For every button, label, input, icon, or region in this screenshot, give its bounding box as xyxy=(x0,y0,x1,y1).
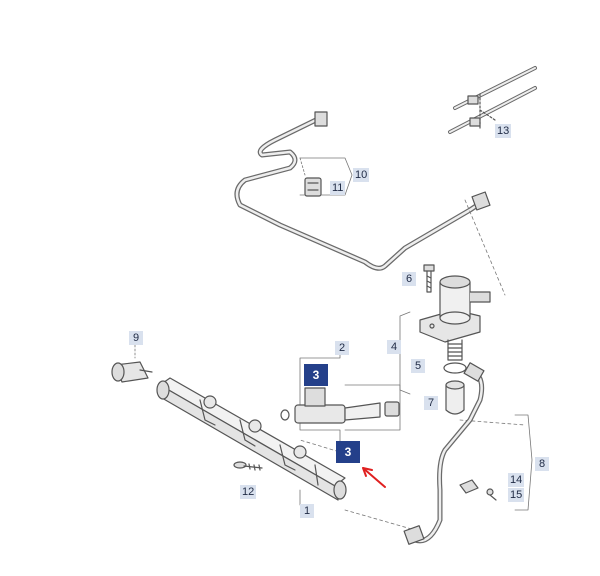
part-label-10: 10 xyxy=(353,168,370,182)
part-1-fuel-rail xyxy=(156,377,347,506)
part-label-2: 2 xyxy=(335,341,349,355)
part-label-8: 8 xyxy=(535,457,549,471)
part-14-15-fittings xyxy=(459,479,497,501)
part-7-roller-tappet xyxy=(445,380,465,415)
part-13-clip-hoses xyxy=(448,66,537,134)
part-label-12: 12 xyxy=(240,485,257,499)
part-label-1: 1 xyxy=(300,504,314,518)
part-10-line xyxy=(234,111,491,271)
part-6-bolt xyxy=(423,264,435,293)
highlight-arrow xyxy=(362,467,386,488)
part-label-9: 9 xyxy=(129,331,143,345)
part-12-bolt xyxy=(233,461,263,471)
part-label-7: 7 xyxy=(424,396,438,410)
part-label-5: 5 xyxy=(411,359,425,373)
part-label-13: 13 xyxy=(495,124,512,138)
part-4-high-pressure-pump xyxy=(399,275,491,395)
part-label-11: 11 xyxy=(330,181,346,195)
part-label-3-highlight: 3 xyxy=(304,364,328,386)
part-9-pressure-sensor xyxy=(111,344,153,383)
part-3-injector xyxy=(280,344,401,446)
part-label-14: 14 xyxy=(508,473,525,487)
part-8-fuel-line xyxy=(403,362,533,545)
part-label-15: 15 xyxy=(508,488,525,502)
part-label-6: 6 xyxy=(402,272,416,286)
part-5-o-ring xyxy=(443,362,467,374)
part-label-4: 4 xyxy=(387,340,401,354)
part-label-3-highlight-bottom: 3 xyxy=(336,441,360,463)
